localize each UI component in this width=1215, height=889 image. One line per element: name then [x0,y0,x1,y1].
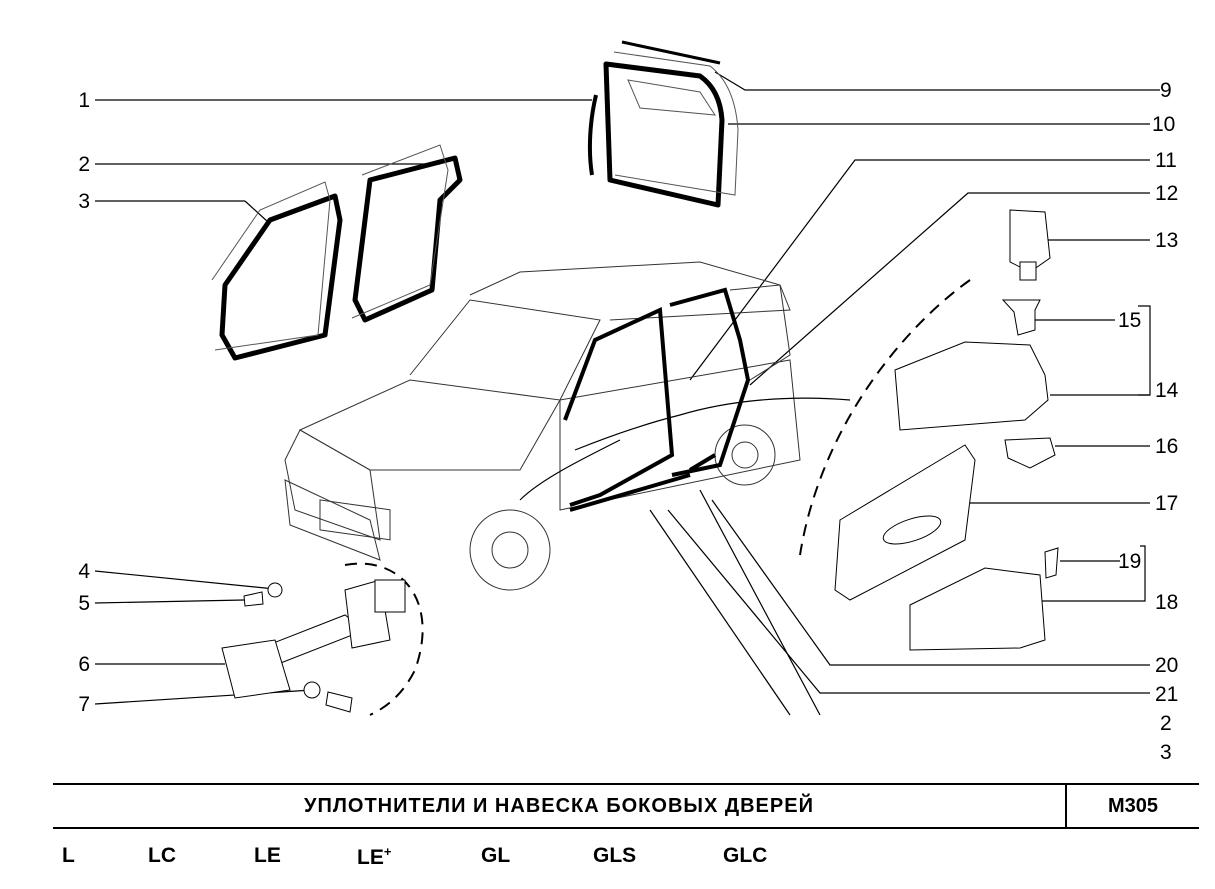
callout-16: 16 [1155,435,1179,458]
car-front [284,429,381,541]
hinge-14 [894,341,1049,431]
bolt-7 [325,691,353,713]
seal-3 [219,193,343,361]
leader-23 [699,489,821,716]
seal-1 [587,94,598,176]
callout-5: 5 [78,592,90,615]
bushing-15 [1001,299,1041,336]
car-roof [469,261,791,321]
hinge-pin-13 [1009,209,1051,273]
car-hood [298,379,561,471]
door-3-outline [211,181,331,351]
trim-le: LE [254,844,281,867]
trim-le-plus: LE+ [357,844,391,870]
callout-19: 19 [1118,550,1142,573]
callout-13: 13 [1155,229,1179,252]
screw-19 [1044,547,1059,579]
trim-glc: GLC [723,844,768,867]
trim-gls: GLS [593,844,637,867]
callout-15: 15 [1118,309,1142,332]
door-check-body [374,579,406,613]
trim-l: L [62,844,75,867]
threshold-seal [569,473,691,512]
body-seal-front [563,306,675,507]
body-seal-rear [669,287,751,477]
callout-23: 3 [1160,741,1172,764]
car-rear-wheel-hub [731,441,759,469]
leader-22 [649,509,791,716]
car-grille [319,499,391,541]
callout-3: 3 [78,190,90,213]
title-block: УПЛОТНИТЕЛИ И НАВЕСКА БОКОВЫХ ДВЕРЕЙ М30… [53,783,1199,829]
leader-11 [689,159,1150,381]
bracket-18-19 [1040,545,1146,602]
leader-7 [94,689,313,705]
door-check-bracket-6 [221,639,291,699]
diagram-code: М305 [1107,795,1159,817]
callout-14: 14 [1155,379,1179,402]
callout-17: 17 [1155,492,1179,515]
nut-4 [267,582,283,598]
callout-18: 18 [1155,591,1179,614]
leader-20 [711,499,1150,666]
seal-9 [621,40,721,65]
seal-2 [352,155,463,323]
rear-door-window [627,79,716,116]
trim-gl: GL [481,844,511,867]
hinge-18 [909,567,1046,651]
callout-12: 12 [1155,182,1179,205]
hinge-pin-13-shaft [1019,261,1037,281]
callout-11: 11 [1155,149,1177,172]
seal-10 [603,61,725,208]
title-divider [1065,785,1067,827]
callout-6: 6 [78,653,90,676]
callout-22: 2 [1160,712,1172,735]
leader-21 [667,509,1150,694]
callout-21: 21 [1155,683,1179,706]
arrow-3 [519,439,621,501]
washer-7 [303,681,321,699]
clip-16 [1004,437,1056,469]
car-front-wheel [469,509,551,591]
leader-12 [749,192,1150,386]
callout-4: 4 [78,560,90,583]
dashed-arc-left [344,562,424,716]
leader-5 [94,599,245,604]
callout-2: 2 [78,153,90,176]
callout-10: 10 [1152,113,1176,136]
diagram-title: УПЛОТНИТЕЛИ И НАВЕСКА БОКОВЫХ ДВЕРЕЙ [304,795,814,817]
car-side [559,359,801,511]
arrow-2 [574,414,681,451]
callout-1: 1 [78,89,90,112]
leader-4 [94,570,276,590]
bolt-5 [243,591,264,607]
trim-lc: LC [148,844,176,867]
threshold-seal-2 [688,453,717,472]
rear-door-outline [613,51,739,196]
trim-plus-sign: + [383,844,392,859]
callout-7: 7 [78,693,90,716]
car-windshield [409,299,601,401]
leader-3b [244,200,269,223]
plate-17-slot [882,515,942,545]
trim-le-plus-label: LE [357,846,384,869]
door-2-outline [351,144,449,319]
callout-20: 20 [1155,654,1179,677]
car-front-wheel-hub [491,531,529,569]
car-rear [729,284,791,381]
callout-9: 9 [1160,79,1172,102]
arrow-1 [679,397,851,416]
leader-9 [714,71,1160,91]
car-bumper [284,479,381,561]
dashed-arc-right [799,279,971,556]
